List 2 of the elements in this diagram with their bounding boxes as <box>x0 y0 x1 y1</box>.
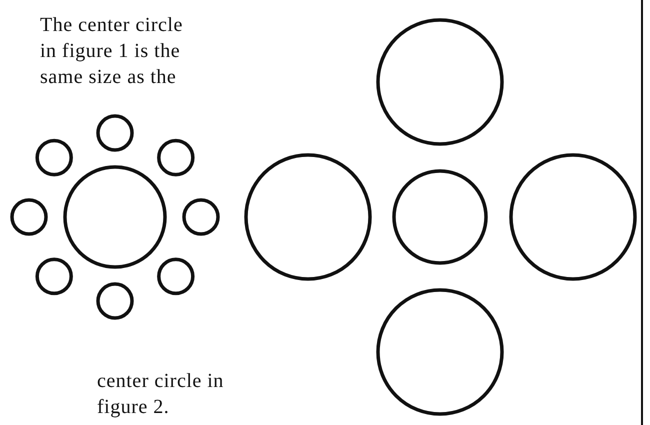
caption-text: The center circle in figure 1 is the same size as the <box>40 13 184 90</box>
caption-text: center circle in figure 2. <box>97 369 225 420</box>
